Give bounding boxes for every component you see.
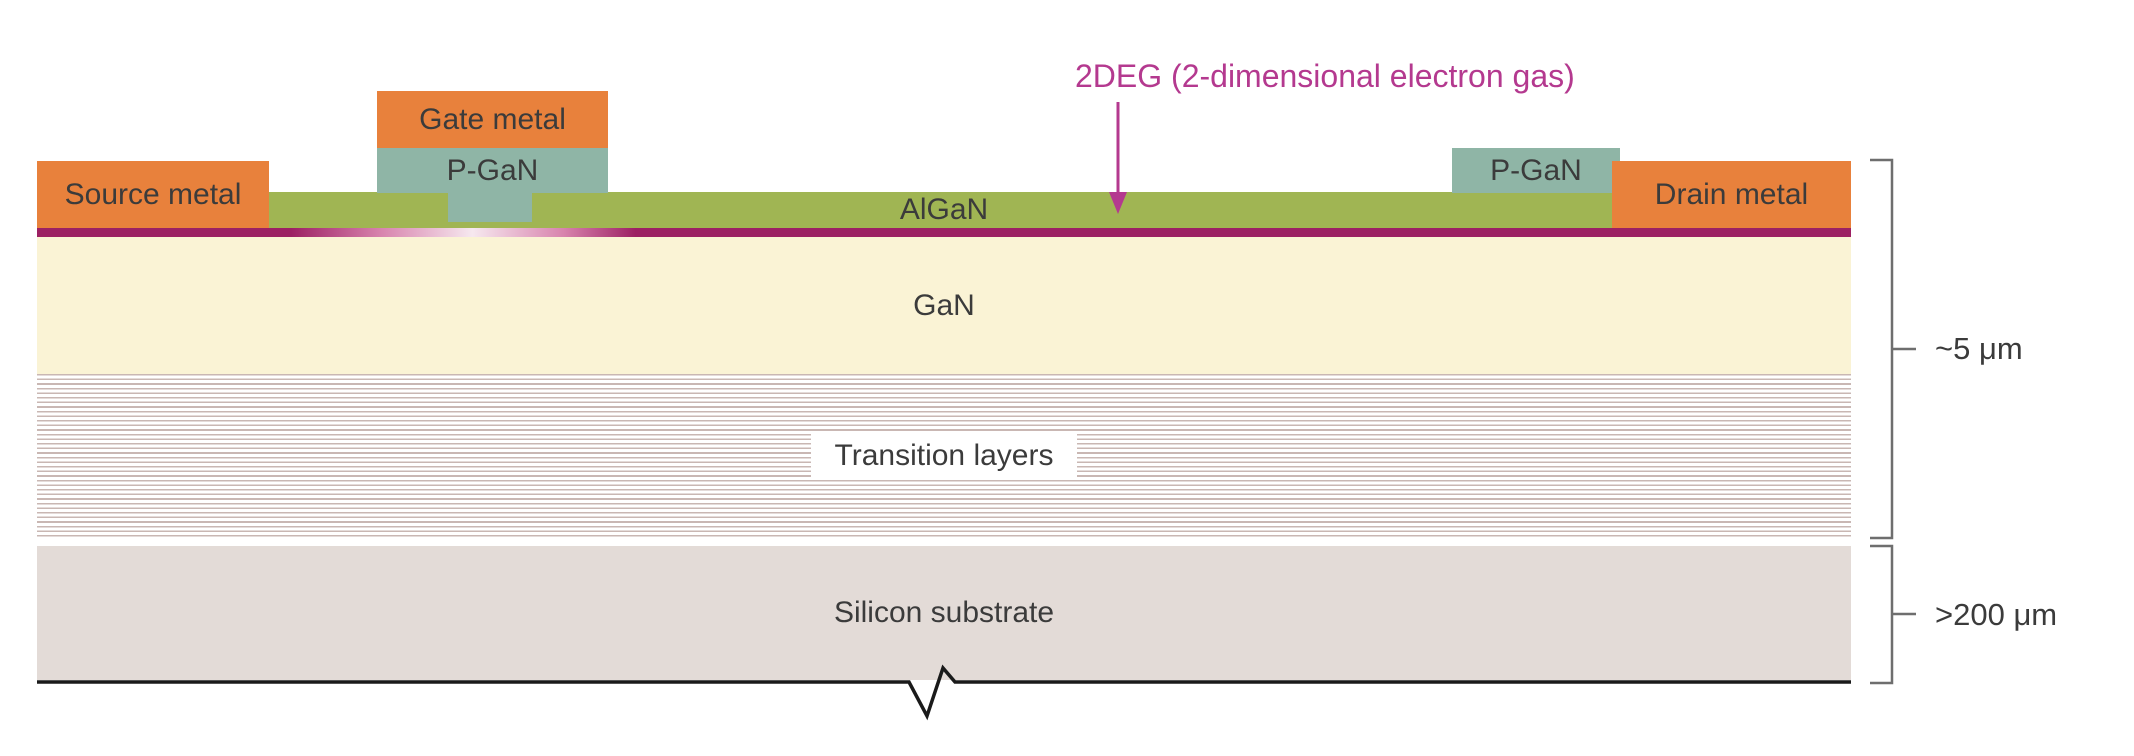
gan-label: GaN <box>913 288 975 322</box>
p-gan-gate-notch <box>448 192 532 222</box>
epi-thickness-bracket <box>1870 158 1916 540</box>
gate-metal-layer: Gate metal <box>377 91 608 148</box>
silicon-substrate-layer: Silicon substrate <box>37 546 1851 680</box>
deg-arrow-icon <box>1109 102 1127 214</box>
drain-metal-layer: Drain metal <box>1612 161 1851 228</box>
gate-metal-label: Gate metal <box>419 102 566 136</box>
transition-layers: Transition layers <box>37 374 1851 538</box>
deg-channel-line <box>37 228 1851 237</box>
p-gan-gate-layer: P-GaN <box>377 148 608 193</box>
algan-layer: AlGaN <box>37 192 1851 228</box>
transition-layers-label: Transition layers <box>810 433 1078 479</box>
source-metal-layer: Source metal <box>37 161 269 228</box>
substrate-thickness-label: >200 μm <box>1935 597 2058 632</box>
epi-thickness-label: ~5 μm <box>1935 331 2023 366</box>
source-metal-label: Source metal <box>64 177 242 211</box>
p-gan-gate-label: P-GaN <box>446 153 539 187</box>
substrate-baseline-break-icon <box>37 664 1851 721</box>
substrate-thickness-bracket <box>1870 544 1916 685</box>
gan-layer: GaN <box>37 237 1851 374</box>
drain-metal-label: Drain metal <box>1654 177 1809 211</box>
p-gan-drain-label: P-GaN <box>1490 153 1582 187</box>
silicon-substrate-label: Silicon substrate <box>833 596 1055 629</box>
deg-annotation-label: 2DEG (2-dimensional electron gas) <box>1075 58 1575 94</box>
p-gan-drain-layer: P-GaN <box>1452 148 1620 193</box>
algan-label: AlGaN <box>899 193 989 226</box>
